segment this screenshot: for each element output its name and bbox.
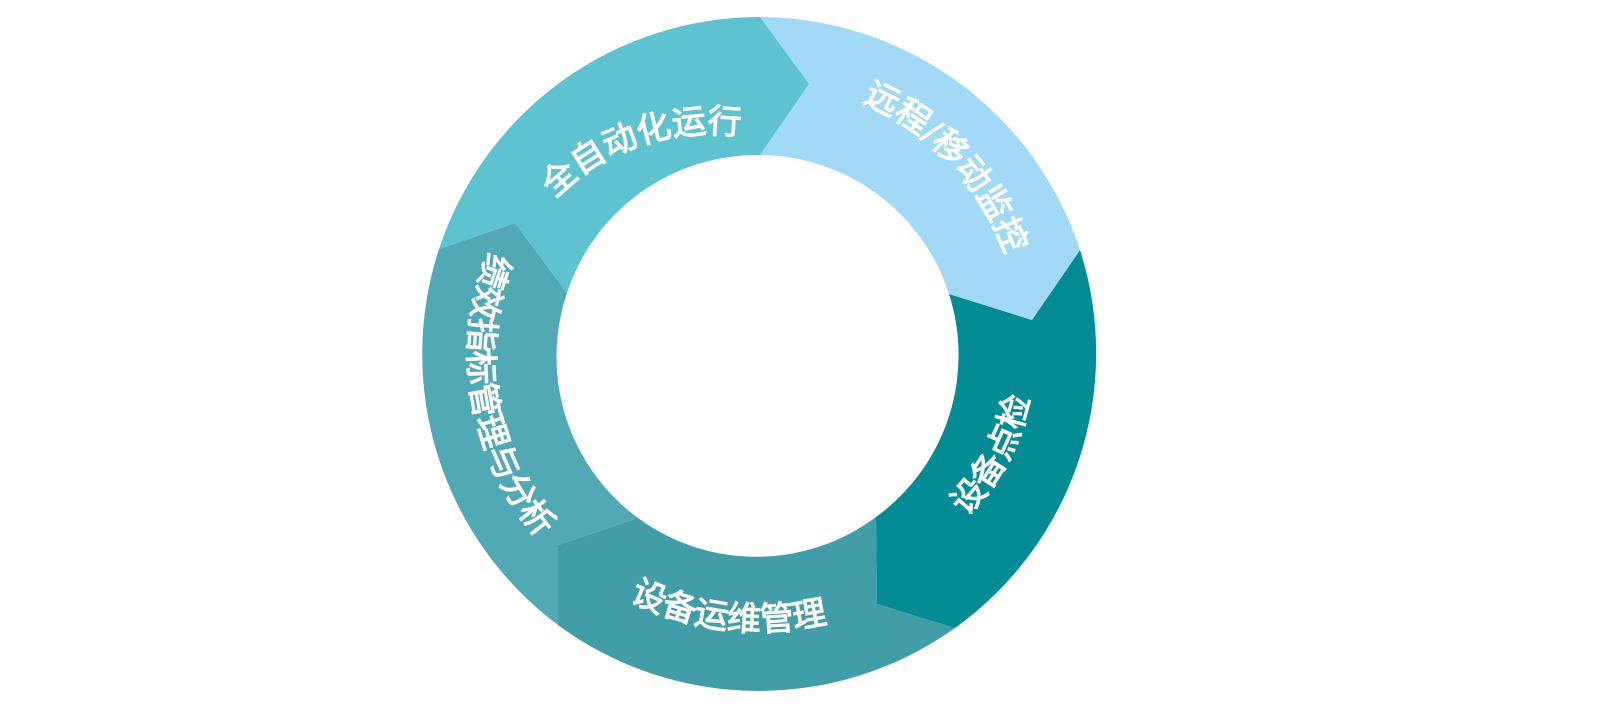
segment-maintenance-management-shape: [558, 517, 955, 691]
segment-shapes: [422, 17, 1097, 691]
segment-performance-analysis-shape: [422, 223, 638, 625]
segment-remote-monitoring-shape: [760, 17, 1080, 320]
segment-full-automation-shape: [439, 17, 809, 293]
segment-equipment-inspection-shape: [876, 250, 1097, 628]
